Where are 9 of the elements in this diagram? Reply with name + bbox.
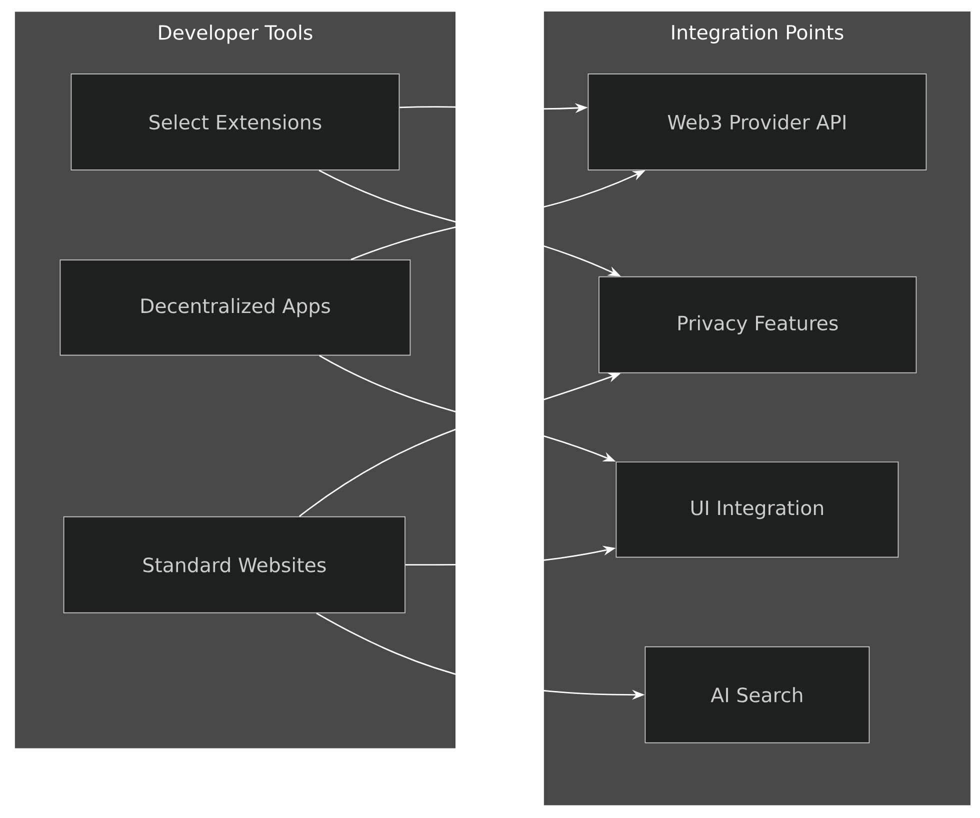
process-box: Decentralized Apps xyxy=(60,260,411,356)
process-box: Standard Websites xyxy=(63,516,406,614)
process-box: Select Extensions xyxy=(70,74,400,170)
process-box: AI Search xyxy=(644,646,870,744)
panel-title: Integration Points xyxy=(672,24,844,44)
process-box: UI Integration xyxy=(616,462,899,558)
panel-title: Developer Tools xyxy=(159,24,312,44)
process-box: Web3 Provider API xyxy=(588,74,927,170)
process-box: Privacy Features xyxy=(598,276,917,374)
